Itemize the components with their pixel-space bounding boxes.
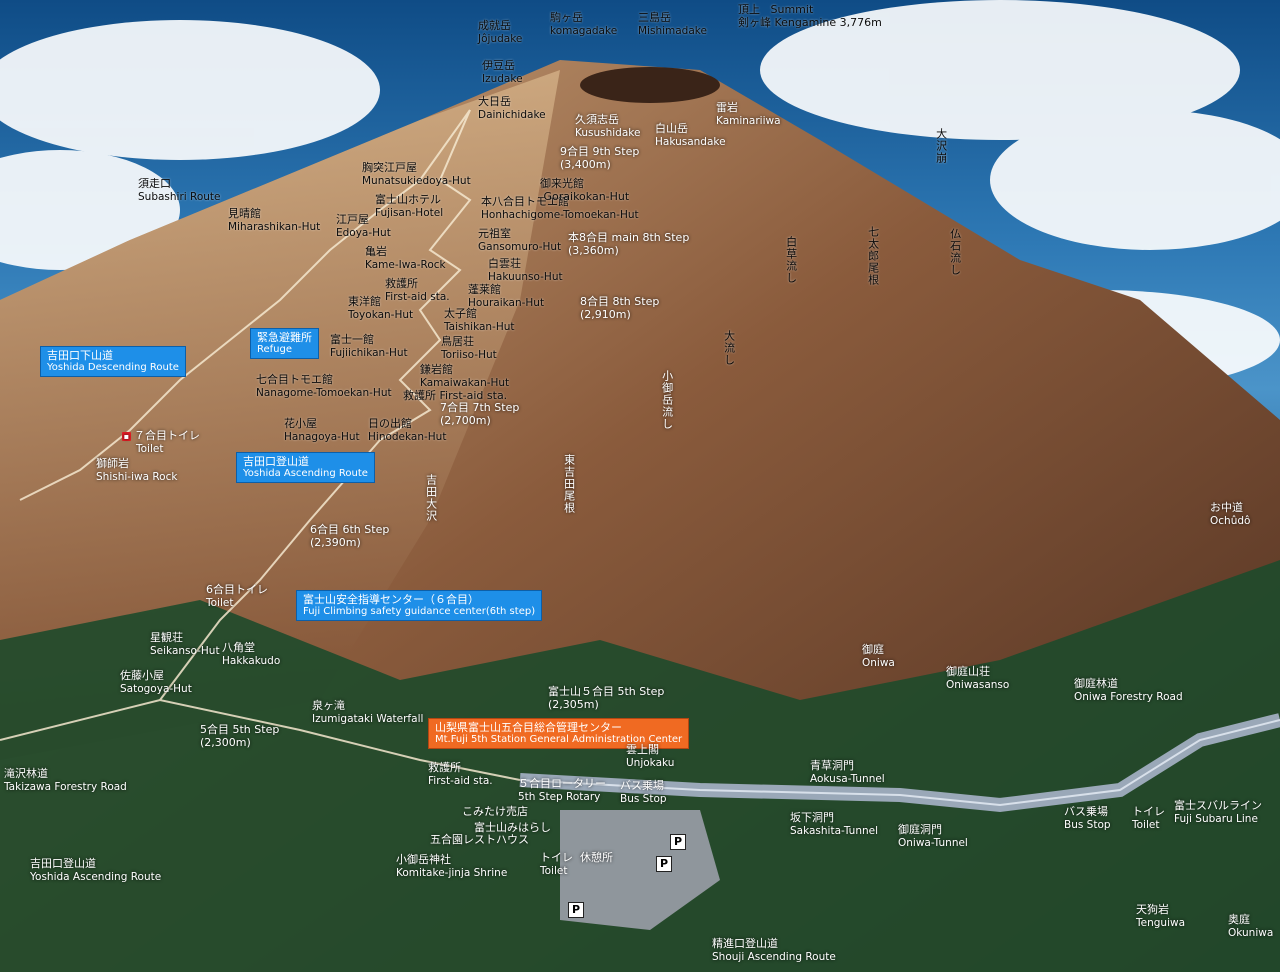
summit-peak-en: Kengamine (774, 15, 837, 29)
fuji-subaru-line-road-centerline (519, 719, 1280, 807)
facility-fujisan-mihara: 富士山みはらし (474, 821, 551, 834)
summit-peak-jp: 剣ヶ峰 (738, 15, 771, 29)
step-5-fujisan: 富士山５合目 5th Step(2,305m) (548, 685, 665, 711)
vlabel-yoshidaosawa: 吉田大沢 (424, 474, 438, 522)
trails (0, 109, 521, 781)
vlabel-higashiyoshida: 東吉田尾根 (562, 454, 576, 514)
hut-goraikokan: 御来光館 Goraikokan-Hut (540, 177, 630, 203)
summit-elevation: 3,776m (839, 15, 882, 29)
hut-firstaid-2: 救護所 First-aid sta. (403, 389, 508, 402)
vlabel-oonagashi: 大流し (722, 330, 736, 366)
facility-gogoen: 五合園レストハウス (430, 833, 529, 846)
facility-komitake-shop: こみたけ売店 (462, 805, 528, 818)
parking-icon: P (670, 834, 686, 850)
step-9: 9合目 9th Step(3,400m) (560, 145, 640, 171)
step-8: 8合目 8th Step(2,910m) (580, 295, 660, 321)
vlabel-hakuso: 白草流し (784, 236, 798, 284)
step-8-main: 本8合目 main 8th Step(3,360m) (568, 231, 690, 257)
step-5: 5合目 5th Step(2,300m) (200, 723, 280, 749)
summit-label: 頂上 Summit 剣ヶ峰 Kengamine 3,776m (738, 3, 882, 29)
summit-jp: 頂上 (738, 3, 760, 16)
mountain-ridge-light (0, 70, 560, 760)
parking-icon: P (568, 902, 584, 918)
summit-en: Summit (770, 3, 814, 16)
sign-guidance-center: 富士山安全指導センター（６合目）Fuji Climbing safety gui… (296, 590, 543, 622)
step-6: 6合目 6th Step(2,390m) (310, 523, 390, 549)
vlabel-osawakuzure: 大沢崩 (934, 128, 948, 164)
step-7: 7合目 7th Step(2,700m) (440, 401, 520, 427)
vlabel-komitakenagashi: 小御岳流し (660, 370, 674, 430)
vlabel-shichitaro: 七太郎尾根 (866, 226, 880, 286)
forest (0, 560, 1280, 972)
vlabel-hotokeishi: 仏石流し (948, 228, 962, 276)
toilet-icon: ▪ (122, 431, 131, 441)
parking-icon: P (656, 856, 672, 872)
facility-kyukeijo: 休憩所 (580, 851, 613, 864)
crater (580, 67, 720, 103)
